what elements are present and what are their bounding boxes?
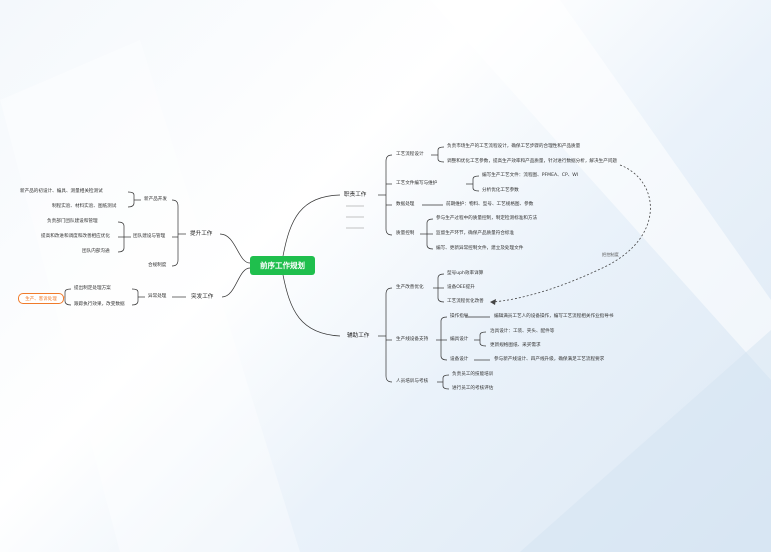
- leaf-yichang-1[interactable]: 提出制定处理方案: [74, 286, 111, 291]
- leaf-zhiju-2[interactable]: 更新规格图纸、采买需求: [490, 343, 541, 348]
- leaf-renyuan-1[interactable]: 负责员工的技能培训: [452, 372, 494, 377]
- node-tuandui[interactable]: 团队建设与管理: [133, 234, 166, 239]
- node-caozuo[interactable]: 操作指导: [450, 314, 469, 319]
- leaf-zhiliang-2[interactable]: 监督生产环节，确保产品质量符合标准: [436, 231, 515, 236]
- leaf-xinchanpin-2[interactable]: 制程实验、材料实验、图纸测试: [52, 204, 117, 209]
- dashed-relation-link: [491, 164, 651, 303]
- node-xinchanpin[interactable]: 新产品开发: [144, 197, 167, 202]
- connector-root-fuzhu: [282, 274, 341, 337]
- branch-fuzhu[interactable]: 辅助工作: [347, 333, 370, 339]
- leaf-zhiliang-3[interactable]: 编写、更新异常控制文件，建立及处理文件: [436, 246, 524, 251]
- leaf-tuandui-3[interactable]: 团队内部沟通: [82, 249, 110, 254]
- node-gongyi[interactable]: 工艺流程设计: [396, 152, 424, 157]
- root-node[interactable]: 前序工作规划: [250, 256, 315, 275]
- node-yichang[interactable]: 异常处理: [148, 294, 167, 299]
- node-renyuan[interactable]: 人员培训与考核: [396, 379, 429, 384]
- node-shebei[interactable]: 设备设计: [450, 357, 469, 362]
- node-zhiju[interactable]: 编具设计: [450, 337, 469, 342]
- leaf-wenjian-2[interactable]: 分析优化工艺参数: [482, 188, 519, 193]
- arrow-head-icon: [490, 299, 496, 305]
- leaf-gaishan-3[interactable]: 工艺流程优化改善: [447, 299, 484, 304]
- leaf-yichang-2[interactable]: 跟踪执行效果，改变数据: [74, 302, 125, 307]
- leaf-zhiliang-1[interactable]: 参与生产过程中的质量控制，制定检测标准和方法: [436, 216, 538, 221]
- leaf-gaishan-2[interactable]: 设备OEE提升: [447, 285, 475, 290]
- leaf-tuandui-2[interactable]: 提高和改进和调度和改善相应优化: [41, 234, 110, 239]
- leaf-shuju-1[interactable]: 前期维护：物料、型号、工艺规格图、参数: [446, 202, 534, 207]
- leaf-gaishan-1[interactable]: 型号uph效率详算: [447, 271, 484, 276]
- node-zhiliang[interactable]: 质量控制: [396, 231, 415, 236]
- connector-root-tufa: [221, 267, 251, 298]
- branch-tisheng[interactable]: 提升工作: [190, 231, 213, 237]
- leaf-tuandui-1[interactable]: 负责部门团队建设和管理: [47, 219, 98, 224]
- leaf-caozuo-1[interactable]: 编辑满员工艺人的设备操作，编写工艺流程相关作业指导书: [494, 314, 614, 319]
- node-hegui[interactable]: 合规制度: [148, 263, 167, 268]
- leaf-renyuan-2[interactable]: 进行员工的考核评估: [452, 386, 494, 391]
- branch-tufa[interactable]: 突发工作: [191, 294, 214, 300]
- branch-zhize[interactable]: 职责工作: [344, 192, 367, 198]
- node-gaishan[interactable]: 生产改善优化: [396, 285, 424, 290]
- leaf-gongyi-2[interactable]: 调整和优化工艺参数，提高生产效率和产品质量，针对进行数据分析，解决生产问题: [447, 159, 617, 164]
- leaf-shebei-1[interactable]: 参与新产线设计、四产线升级，确保满足工艺流程要求: [494, 357, 605, 362]
- leaf-wenjian-1[interactable]: 编写生产工艺文件：流程图、PFMEA、CP、WI: [482, 173, 579, 178]
- leaf-zhiju-1[interactable]: 治具设计：工装、夹头、配件等: [490, 329, 555, 334]
- node-shuju[interactable]: 数据处理: [396, 202, 415, 207]
- connector-root-tisheng: [219, 233, 251, 264]
- node-zhichi[interactable]: 生产线设备支持: [396, 337, 429, 342]
- leaf-xinchanpin-1[interactable]: 新产品的初设计、编具、测量相关检测试: [20, 189, 103, 194]
- orange-tag[interactable]: 生产、客诉处理: [18, 293, 64, 304]
- leaf-gongyi-1[interactable]: 负责市场生产的工艺流程设计，确保工艺步骤的合理性和产品质量: [447, 144, 581, 149]
- node-wenjian[interactable]: 工艺文件编写与维护: [396, 181, 438, 186]
- relation-annotation: 把控制度: [602, 252, 619, 257]
- connector-root-zhize: [282, 194, 341, 257]
